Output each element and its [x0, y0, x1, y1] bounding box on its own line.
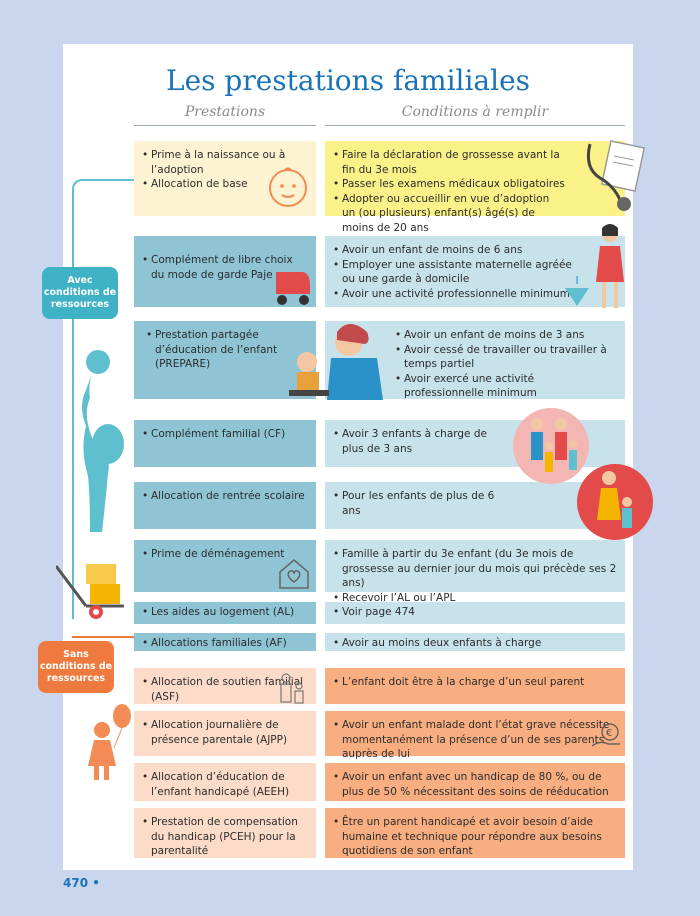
row-11-prestation: Allocation d’éducation de l’enfant handi…	[134, 763, 316, 801]
connector-line-lower	[72, 636, 134, 638]
row-2-prestation: Complément de libre choix du mode de gar…	[134, 236, 316, 307]
mother-feeding-baby-icon	[289, 324, 383, 400]
row-1-conditions: Faire la déclaration de grossesse avant …	[325, 141, 625, 234]
condition-item: Avoir cessé de travailler ou travailler …	[395, 343, 617, 372]
header-conditions: Conditions à remplir	[401, 104, 549, 120]
row-10-prestation: Allocation journalière de présence paren…	[134, 711, 316, 756]
row-2-conditions: Avoir un enfant de moins de 6 ansEmploye…	[325, 236, 625, 307]
prestation-item: Prime à la naissance ou à l’adoption	[142, 148, 308, 177]
callout-without-resources: Sans conditions de ressources	[38, 641, 114, 693]
row-9-conditions: L’enfant doit être à la charge d’un seul…	[325, 668, 625, 704]
mother-child-icon	[577, 464, 653, 540]
row-5-conditions: Pour les enfants de plus de 6 ans	[325, 482, 625, 529]
condition-item: Faire la déclaration de grossesse avant …	[333, 148, 565, 177]
condition-item: L’enfant doit être à la charge d’un seul…	[333, 675, 617, 690]
stethoscope-documents-icon	[586, 140, 646, 211]
spinning-top-icon	[565, 276, 589, 306]
condition-item: Pour les enfants de plus de 6 ans	[333, 489, 505, 518]
condition-item: Recevoir l’AL ou l’APL	[333, 591, 617, 606]
prestation-item: Allocation de soutien familial (ASF)	[142, 675, 308, 704]
condition-item: Être un parent handicapé et avoir besoin…	[333, 815, 617, 859]
page-number: 470 •	[63, 876, 100, 890]
callout-with-resources: Avec conditions de ressources	[42, 267, 118, 319]
row-1-prestation: Prime à la naissance ou à l’adoptionAllo…	[134, 141, 316, 216]
prestation-item: Allocation d’éducation de l’enfant handi…	[142, 770, 308, 799]
row-12-conditions: Être un parent handicapé et avoir besoin…	[325, 808, 625, 858]
condition-item: Avoir un enfant de moins de 3 ans	[395, 328, 617, 343]
row-6-prestation: Prime de déménagement	[134, 540, 316, 592]
girl-with-balloon-icon	[88, 704, 131, 780]
row-8-prestation: Allocations familiales (AF)	[134, 633, 316, 651]
condition-item: Avoir exercé une activité professionnell…	[395, 372, 617, 401]
condition-item: Avoir un enfant de moins de 6 ans	[333, 243, 581, 258]
header-prestations: Prestations	[184, 104, 266, 120]
prestation-item: Complément de libre choix du mode de gar…	[142, 253, 308, 282]
row-10-conditions: Avoir un enfant malade dont l’état grave…	[325, 711, 625, 760]
condition-item: Passer les examens médicaux obligatoires	[333, 177, 565, 192]
condition-item: Avoir un enfant avec un handicap de 80 %…	[333, 770, 617, 799]
pregnant-woman-icon	[82, 350, 124, 532]
row-12-prestation: Prestation de compensation du handicap (…	[134, 808, 316, 858]
condition-item: Adopter ou accueillir en vue d’adoption …	[333, 192, 565, 236]
condition-item: Avoir une activité professionnelle minim…	[333, 287, 581, 302]
svg-text:€: €	[606, 728, 612, 739]
row-5-prestation: Allocation de rentrée scolaire	[134, 482, 316, 529]
prestation-item: Allocation de base	[142, 177, 308, 192]
condition-item: Voir page 474	[333, 605, 617, 620]
baby-face-icon	[269, 167, 307, 207]
connector-line-upper	[72, 179, 134, 619]
page-title: Les prestations familiales	[165, 64, 531, 97]
header-divider-left	[134, 125, 316, 126]
row-7-prestation: Les aides au logement (AL)	[134, 602, 316, 624]
prestation-item: Prime de déménagement	[142, 547, 308, 562]
prestation-item: Allocation de rentrée scolaire	[142, 489, 308, 504]
prestation-item: Allocation journalière de présence paren…	[142, 718, 308, 747]
condition-item: Employer une assistante maternelle agréé…	[333, 258, 581, 287]
row-11-conditions: Avoir un enfant avec un handicap de 80 %…	[325, 763, 625, 801]
condition-item: Famille à partir du 3e enfant (du 3e moi…	[333, 547, 617, 591]
row-8-conditions: Avoir au moins deux enfants à charge	[325, 633, 625, 651]
row-6-conditions: Famille à partir du 3e enfant (du 3e moi…	[325, 540, 625, 605]
prestation-item: Prestation de compensation du handicap (…	[142, 815, 308, 859]
condition-item: Avoir 3 enfants à charge de plus de 3 an…	[333, 427, 505, 456]
header-divider-right	[325, 125, 625, 126]
stroller-icon	[276, 272, 310, 305]
house-heart-icon	[279, 559, 309, 589]
family-icon	[513, 408, 589, 484]
row-4-prestation: Complément familial (CF)	[134, 420, 316, 467]
prestation-item: Les aides au logement (AL)	[142, 605, 308, 620]
nanny-woman-icon	[596, 224, 624, 308]
row-7-conditions: Voir page 474	[325, 602, 625, 624]
prestation-item: Complément familial (CF)	[142, 427, 308, 442]
euro-hand-icon: €	[591, 723, 620, 747]
prestation-item: Allocations familiales (AF)	[142, 636, 308, 651]
condition-item: Avoir au moins deux enfants à charge	[333, 636, 617, 651]
single-parent-family-icon	[280, 673, 304, 704]
prestation-item: Prestation partagée d’éducation de l’enf…	[146, 328, 308, 372]
condition-item: Avoir un enfant malade dont l’état grave…	[333, 718, 617, 762]
moving-cart-icon	[56, 564, 124, 619]
row-3-prestation: Prestation partagée d’éducation de l’enf…	[134, 321, 316, 399]
